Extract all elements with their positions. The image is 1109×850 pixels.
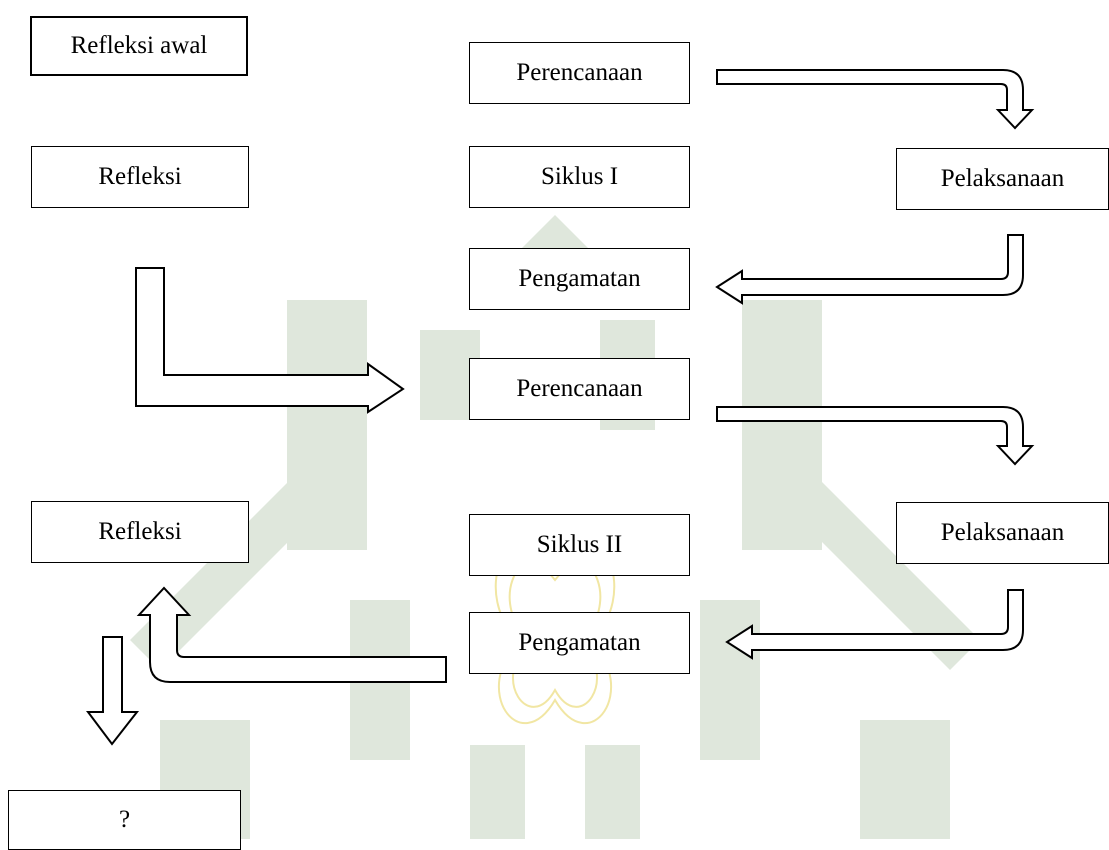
reflection-box-cycle-2: Refleksi — [31, 501, 249, 563]
action-box-cycle-1: Pelaksanaan — [896, 148, 1109, 210]
arrow-action-to-observation-1 — [715, 234, 1024, 305]
initial-reflection-box: Refleksi awal — [30, 16, 248, 76]
action-box-cycle-2: Pelaksanaan — [896, 502, 1109, 564]
cycle-2-label-box: Siklus II — [469, 514, 690, 576]
arrow-planning-to-action-2 — [716, 406, 1035, 466]
observation-box-cycle-1: Pengamatan — [469, 248, 690, 310]
arrow-planning-to-action-1 — [716, 69, 1035, 130]
arrow-observation-to-planning-2 — [135, 267, 405, 414]
observation-box-cycle-2: Pengamatan — [469, 612, 690, 674]
arrow-action-to-observation-2 — [725, 589, 1024, 660]
cycle-1-label-box: Siklus I — [469, 146, 690, 208]
arrow-reflection-to-outcome — [86, 636, 140, 746]
outcome-box: ? — [8, 790, 241, 850]
reflection-box-cycle-1: Refleksi — [31, 146, 249, 208]
arrow-observation-to-reflection-2 — [136, 586, 447, 683]
planning-box-cycle-2: Perencanaan — [469, 358, 690, 420]
planning-box-cycle-1: Perencanaan — [469, 42, 690, 104]
